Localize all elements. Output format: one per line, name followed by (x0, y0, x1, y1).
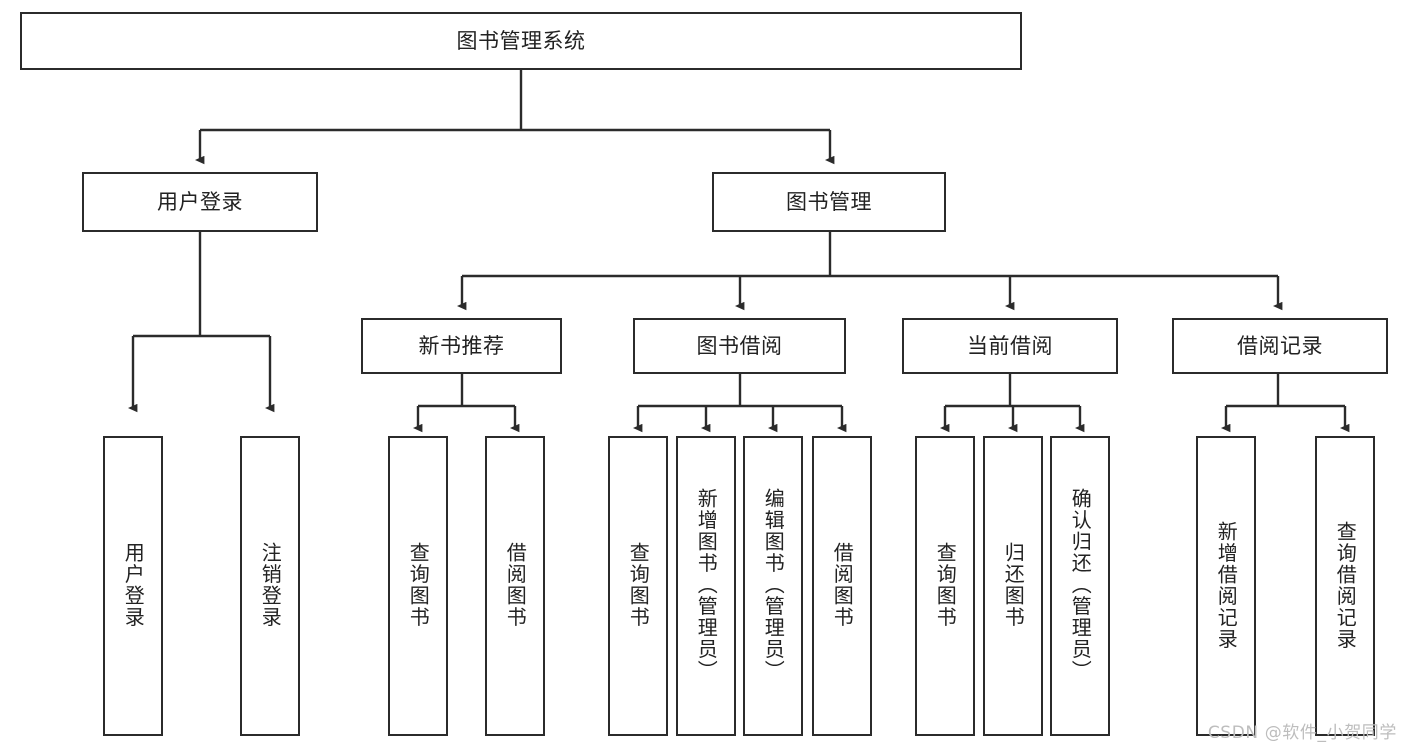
node-borrow-record[interactable]: 借阅记录 (1172, 318, 1388, 374)
node-new-book-recommend[interactable]: 新书推荐 (361, 318, 562, 374)
leaf-label: 新增图书（管理员） (694, 488, 719, 682)
node-book-borrow-label: 图书借阅 (696, 333, 783, 358)
node-book-management-label: 图书管理 (786, 189, 872, 214)
leaf-label: 编辑图书（管理员） (761, 488, 786, 682)
leaf-label: 新增借阅记录 (1214, 520, 1239, 650)
leaf-recommend-borrow-book[interactable]: 借阅图书 (485, 436, 545, 736)
node-current-borrow[interactable]: 当前借阅 (902, 318, 1118, 374)
leaf-label: 确认归还（管理员） (1068, 488, 1093, 682)
leaf-label: 用户登录 (121, 542, 146, 628)
leaf-user-login-logout[interactable]: 注销登录 (240, 436, 300, 736)
leaf-user-login-login[interactable]: 用户登录 (103, 436, 163, 736)
node-book-management[interactable]: 图书管理 (712, 172, 946, 232)
leaf-borrow-add-book-admin[interactable]: 新增图书（管理员） (676, 436, 736, 736)
node-root-label: 图书管理系统 (456, 28, 586, 53)
leaf-current-return-book[interactable]: 归还图书 (983, 436, 1043, 736)
leaf-label: 借阅图书 (830, 542, 855, 628)
leaf-label: 查询图书 (933, 542, 958, 628)
node-user-login[interactable]: 用户登录 (82, 172, 318, 232)
node-book-borrow[interactable]: 图书借阅 (633, 318, 846, 374)
leaf-borrow-query-book[interactable]: 查询图书 (608, 436, 668, 736)
leaf-label: 借阅图书 (503, 542, 528, 628)
leaf-borrow-edit-book-admin[interactable]: 编辑图书（管理员） (743, 436, 803, 736)
leaf-record-add-record[interactable]: 新增借阅记录 (1196, 436, 1256, 736)
node-current-borrow-label: 当前借阅 (967, 333, 1053, 358)
node-borrow-record-label: 借阅记录 (1237, 333, 1323, 358)
leaf-label: 归还图书 (1001, 542, 1026, 628)
leaf-borrow-borrow-book[interactable]: 借阅图书 (812, 436, 872, 736)
leaf-label: 注销登录 (258, 542, 283, 628)
leaf-label: 查询借阅记录 (1333, 520, 1358, 650)
leaf-current-query-book[interactable]: 查询图书 (915, 436, 975, 736)
leaf-current-confirm-return-admin[interactable]: 确认归还（管理员） (1050, 436, 1110, 736)
node-new-book-recommend-label: 新书推荐 (418, 333, 505, 358)
leaf-record-query-record[interactable]: 查询借阅记录 (1315, 436, 1375, 736)
leaf-recommend-query-book[interactable]: 查询图书 (388, 436, 448, 736)
leaf-label: 查询图书 (626, 542, 651, 628)
node-root[interactable]: 图书管理系统 (20, 12, 1022, 70)
watermark: CSDN @软件_小贺同学 (1207, 723, 1397, 743)
node-user-login-label: 用户登录 (157, 189, 243, 214)
leaf-label: 查询图书 (406, 542, 431, 628)
